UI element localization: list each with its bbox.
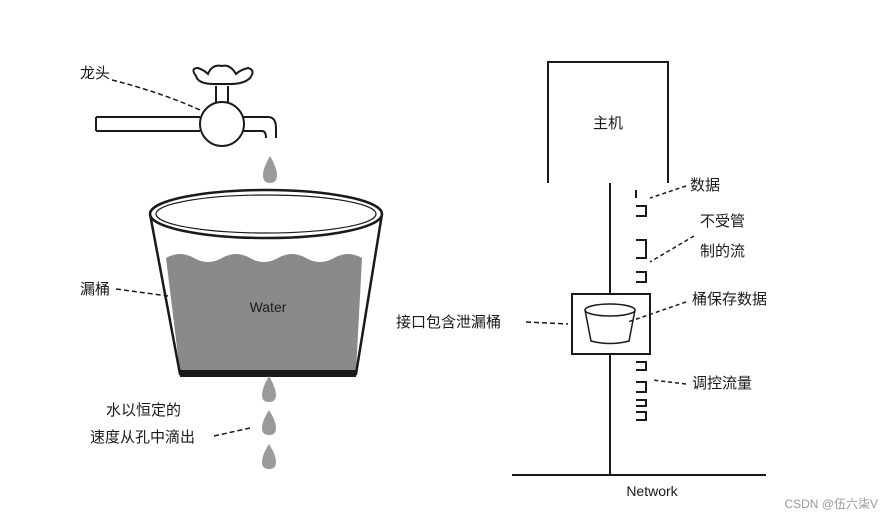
unregulated-packets xyxy=(635,190,647,283)
bucket-holds-leader xyxy=(627,301,687,323)
unregulated-line2: 制的流 xyxy=(700,242,745,260)
faucet xyxy=(95,64,277,147)
regulated-label: 调控流量 xyxy=(692,374,752,392)
droplet-icon xyxy=(262,444,276,469)
faucet-leader xyxy=(111,79,201,111)
data-leader xyxy=(649,185,687,199)
unregulated-leader xyxy=(649,235,695,263)
drip-droplets xyxy=(262,376,276,469)
faucet-label: 龙头 xyxy=(80,64,110,82)
unregulated-line1: 不受管 xyxy=(700,212,745,230)
droplet-icon xyxy=(262,410,276,435)
interface-leader xyxy=(525,321,569,325)
interface-box xyxy=(571,293,651,355)
interface-label: 接口包含泄漏桶 xyxy=(396,313,501,331)
host-box xyxy=(547,61,669,183)
droplet-icon xyxy=(263,156,277,183)
bucket-holds-label: 桶保存数据 xyxy=(692,290,767,308)
network-label: Network xyxy=(626,483,678,499)
droplet-icon xyxy=(262,376,276,402)
watermark: CSDN @伍六柒V xyxy=(784,497,878,511)
regulated-packets xyxy=(636,361,647,421)
host-label: 主机 xyxy=(593,114,623,132)
water-label: Water xyxy=(250,299,287,315)
drip-line1: 水以恒定的 xyxy=(106,401,181,419)
drip-line2: 速度从孔中滴出 xyxy=(90,428,195,446)
bucket-label: 漏桶 xyxy=(80,280,110,298)
drip-leader xyxy=(213,427,251,437)
bucket-leader xyxy=(115,288,169,297)
bucket xyxy=(148,188,384,377)
regulated-leader xyxy=(651,379,687,385)
data-label: 数据 xyxy=(690,176,720,194)
